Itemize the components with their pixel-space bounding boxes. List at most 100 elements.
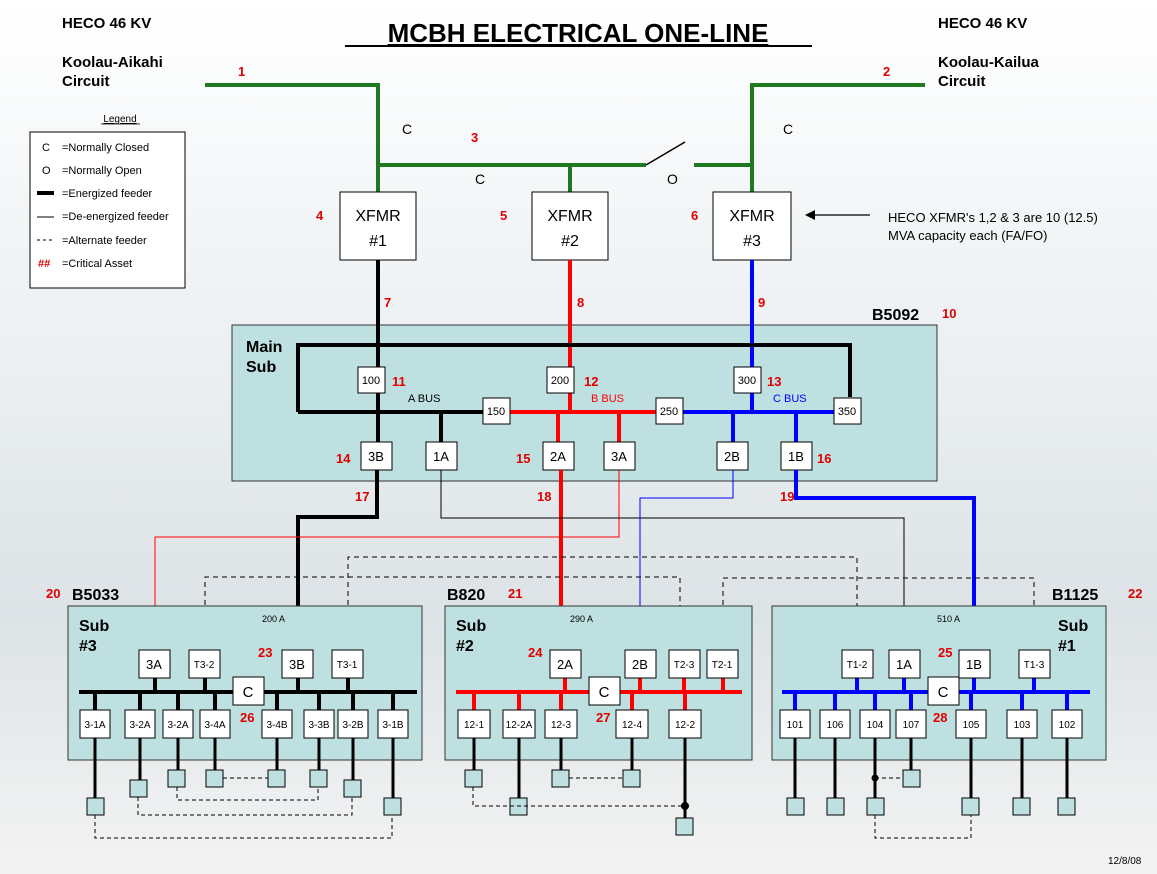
page-title: MCBH ELECTRICAL ONE-LINE [388, 18, 769, 48]
svg-text:#1: #1 [369, 233, 387, 250]
sub2-feeder-12-2: 12-2 [668, 709, 702, 739]
svg-text:200: 200 [551, 375, 569, 387]
sub1-load-feeders [793, 738, 1069, 798]
breaker-3a: 3A [603, 441, 636, 471]
sub3-feeder-3-4b: 3-4B [261, 709, 293, 739]
legend-title: Legend [103, 114, 136, 125]
heco-left-kv: HECO 46 KV [62, 15, 151, 32]
crit-1: 1 [238, 64, 245, 79]
sub1-title-2: #1 [1058, 638, 1076, 655]
xfmr-1: XFMR #1 [339, 191, 417, 261]
feeder-koolau-aikahi [205, 83, 380, 165]
svg-text:103: 103 [1014, 720, 1031, 731]
svg-text:12-2: 12-2 [675, 720, 695, 731]
breaker-2a: 2A [542, 441, 575, 471]
switch-label-c-left: C [402, 121, 412, 137]
sub1-amps: 510 A [937, 614, 960, 624]
heco-right-kv: HECO 46 KV [938, 15, 1027, 32]
crit-8: 8 [577, 295, 584, 310]
crit-11: 11 [392, 374, 406, 389]
crit-7: 7 [384, 295, 391, 310]
svg-text:3-1B: 3-1B [382, 720, 403, 731]
xfmr-3: XFMR #3 [712, 191, 792, 261]
sub1-feeder-104: 104 [859, 709, 891, 739]
main-sub-breakers: 100 200 300 150 250 350 [357, 366, 862, 425]
svg-text:T1-3: T1-3 [1024, 660, 1045, 671]
sub1-feeder-102: 102 [1051, 709, 1083, 739]
tie-t3-1-t1-2 [347, 556, 858, 650]
sub1-title-1: Sub [1058, 618, 1088, 635]
svg-text:#3: #3 [743, 233, 761, 250]
main-sub-title-1: Main [246, 339, 282, 356]
svg-text:3-2A: 3-2A [129, 720, 150, 731]
xfmr-note-line1: HECO XFMR's 1,2 & 3 are 10 (12.5) [888, 210, 1098, 225]
legend-sym-closed: C [42, 142, 50, 154]
svg-text:C: C [243, 684, 254, 701]
b-bus-label: B BUS [591, 393, 624, 405]
svg-text:100: 100 [362, 375, 380, 387]
sub2-breaker-t2-1: T2-1 [706, 649, 739, 679]
breaker-3b: 3B [360, 441, 393, 471]
sub3-loads [86, 769, 402, 816]
breaker-1b: 1B [780, 441, 813, 471]
sub3-feeder-3-2a-2: 3-2A [162, 709, 194, 739]
sub3-title-2: #3 [79, 638, 97, 655]
sub2-main-breakers: 2A 2B T2-3 T2-1 C [549, 649, 739, 706]
svg-text:3-3B: 3-3B [308, 720, 329, 731]
xfmr-2: XFMR #2 [531, 191, 609, 261]
svg-text:2A: 2A [550, 449, 566, 464]
sub1-feeder-105: 105 [955, 709, 987, 739]
breaker-350: 350 [833, 397, 862, 425]
legend: Legend C =Normally Closed O =Normally Op… [29, 114, 186, 289]
sub3-title-1: Sub [79, 618, 109, 635]
sub1-load-ties [874, 777, 972, 839]
sub2-tie-breaker: C [588, 676, 621, 706]
crit-21: 21 [508, 586, 522, 601]
breaker-300: 300 [733, 366, 762, 394]
sub1-main-breakers: T1-2 1A 1B T1-3 C [841, 649, 1051, 706]
svg-text:XFMR: XFMR [547, 208, 592, 225]
legend-sym-critical: ## [38, 258, 50, 270]
sub3-load-feeders [93, 738, 395, 798]
svg-text:1B: 1B [966, 657, 982, 672]
svg-text:12-4: 12-4 [622, 720, 642, 731]
svg-text:2B: 2B [724, 449, 740, 464]
sub2-title-2: #2 [456, 638, 474, 655]
svg-text:T3-1: T3-1 [337, 660, 358, 671]
crit-12: 12 [584, 374, 598, 389]
svg-text:300: 300 [738, 375, 756, 387]
svg-text:12-1: 12-1 [464, 720, 484, 731]
date-stamp: 12/8/08 [1108, 856, 1142, 867]
heco-left-circuit-name: Koolau-Aikahi [62, 54, 163, 71]
crit-3: 3 [471, 130, 478, 145]
crit-16: 16 [817, 451, 831, 466]
sub2-bldg: B820 [447, 587, 485, 604]
sub1-feeder-101: 101 [779, 709, 811, 739]
main-ring-bus [296, 343, 852, 412]
crit-19: 19 [780, 489, 794, 504]
crit-4: 4 [316, 208, 324, 223]
feeder-koolau-kailua [750, 83, 925, 165]
svg-text:2A: 2A [557, 657, 573, 672]
crit-14: 14 [336, 451, 351, 466]
sub1-breaker-1b: 1B [958, 649, 991, 679]
switch-label-o: O [667, 171, 678, 187]
legend-text-open: =Normally Open [62, 165, 142, 177]
crit-28: 28 [933, 710, 947, 725]
heco-right-circuit-label: Circuit [938, 73, 986, 90]
svg-text:250: 250 [660, 406, 678, 418]
a-bus-label: A BUS [408, 393, 440, 405]
sub3-bldg: B5033 [72, 587, 119, 604]
crit-13: 13 [767, 374, 781, 389]
breaker-1a: 1A [425, 441, 458, 471]
svg-text:XFMR: XFMR [355, 208, 400, 225]
sub3-breaker-t3-2: T3-2 [188, 649, 221, 679]
breaker-100: 100 [357, 366, 386, 394]
switch-label-c-right: C [783, 121, 793, 137]
sub2-breaker-2b: 2B [624, 649, 657, 679]
svg-text:106: 106 [827, 720, 844, 731]
sub3-breaker-3a: 3A [138, 649, 171, 679]
sub1-feeder-103: 103 [1006, 709, 1038, 739]
main-sub-feeder-breakers: 3B 1A 2A 3A 2B 1B [360, 441, 813, 471]
sub3-main-breakers: 3A T3-2 3B T3-1 C [138, 649, 364, 706]
